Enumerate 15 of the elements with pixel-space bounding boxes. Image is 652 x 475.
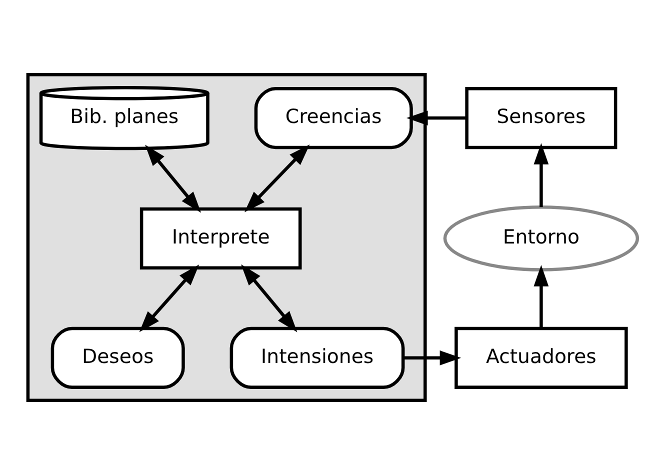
arrow — [406, 110, 467, 126]
arrow — [241, 264, 298, 332]
arrow — [534, 143, 549, 208]
arrow — [534, 265, 549, 328]
arrow — [403, 350, 462, 366]
node-box: Creencias — [254, 86, 413, 150]
node-ellipse: Entorno — [443, 205, 640, 272]
node-box: Deseos — [50, 326, 185, 389]
arrow — [244, 144, 310, 212]
node-box: Actuadores — [454, 326, 628, 389]
node-box: Intensiones — [230, 326, 405, 389]
arrow — [145, 144, 202, 213]
node-box: Interprete — [140, 207, 302, 270]
arrow — [139, 264, 200, 332]
node-box: Sensores — [465, 86, 618, 150]
